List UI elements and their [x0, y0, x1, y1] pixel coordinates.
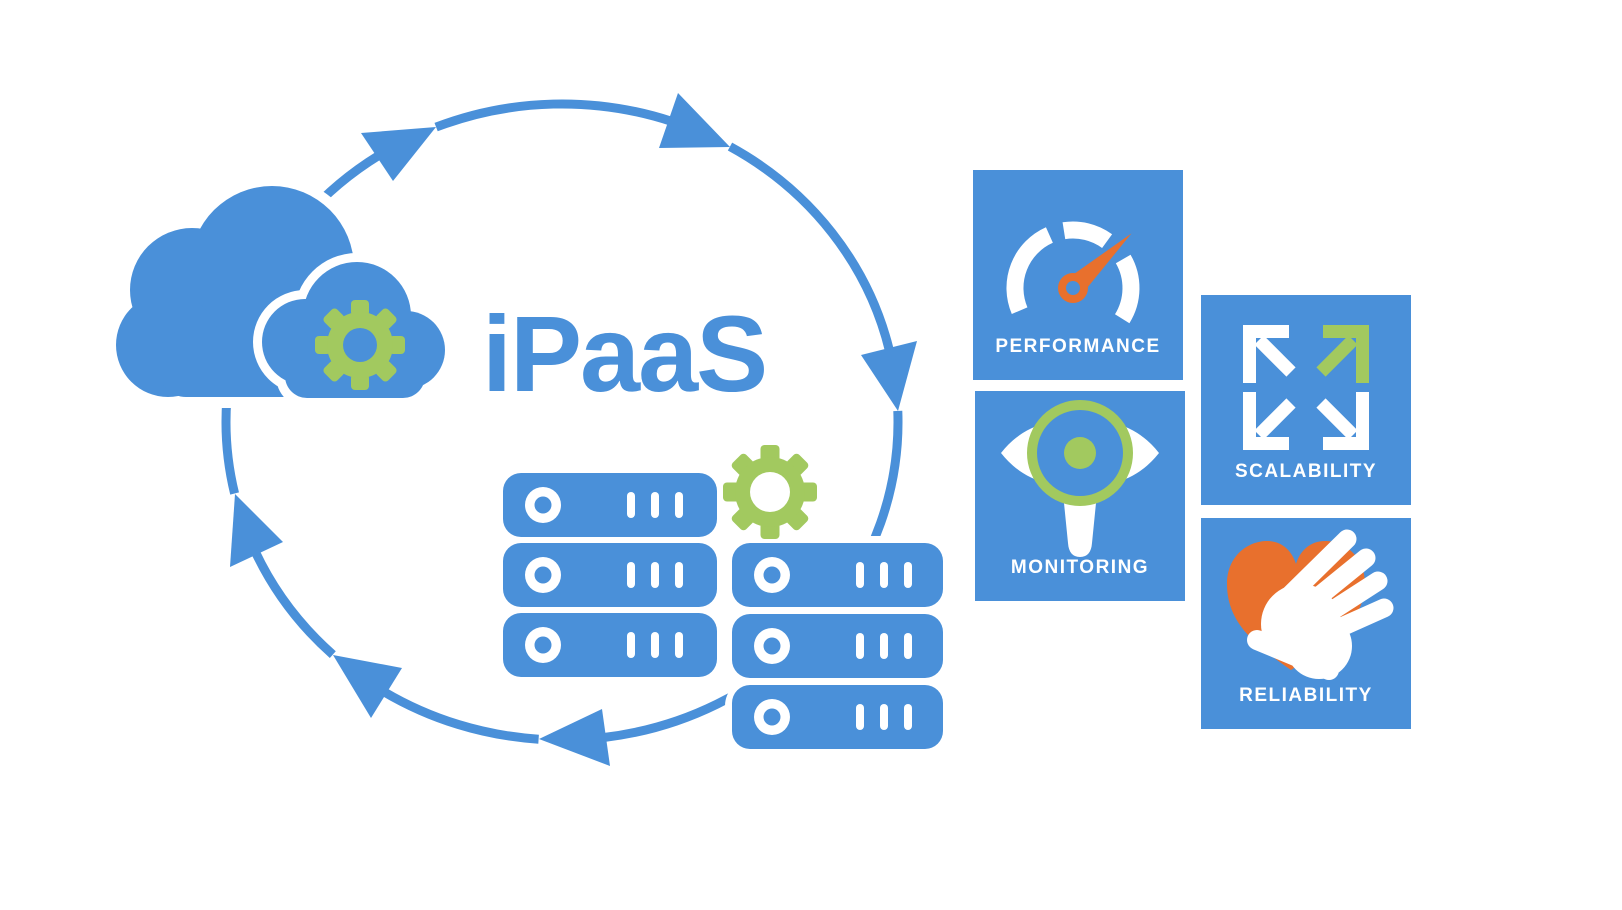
tile-label-performance: PERFORMANCE — [995, 336, 1161, 357]
tile-label-reliability: RELIABILITY — [1239, 685, 1373, 706]
tile-label-scalability: SCALABILITY — [1234, 461, 1378, 482]
tile-reliability: RELIABILITY — [1201, 518, 1411, 729]
server-stack-left-icon — [496, 466, 724, 684]
arrowhead-icon — [230, 494, 283, 567]
arrowhead-icon — [861, 341, 917, 411]
speedometer-icon — [1006, 221, 1140, 324]
tile-label-monitoring: MONITORING — [1010, 557, 1150, 578]
gear-icon — [723, 445, 817, 539]
arrowhead-icon — [539, 709, 610, 766]
tile-scalability: SCALABILITY — [1201, 295, 1411, 505]
arrowhead-icon — [659, 93, 730, 148]
tile-monitoring: MONITORING — [975, 391, 1185, 601]
eye-magnifier-icon — [1001, 400, 1159, 557]
cycle-arrowheads — [230, 93, 917, 766]
expand-arrows-icon — [1243, 325, 1369, 450]
server-stack-right-icon — [725, 536, 950, 756]
page-title: iPaaS — [482, 293, 768, 414]
gear-icon — [315, 300, 405, 390]
hand-icon — [1247, 529, 1394, 680]
arrowhead-icon — [361, 127, 436, 181]
tile-performance: PERFORMANCE — [973, 170, 1183, 380]
heart-in-hand-icon — [1227, 529, 1394, 680]
arrowhead-icon — [333, 655, 402, 718]
